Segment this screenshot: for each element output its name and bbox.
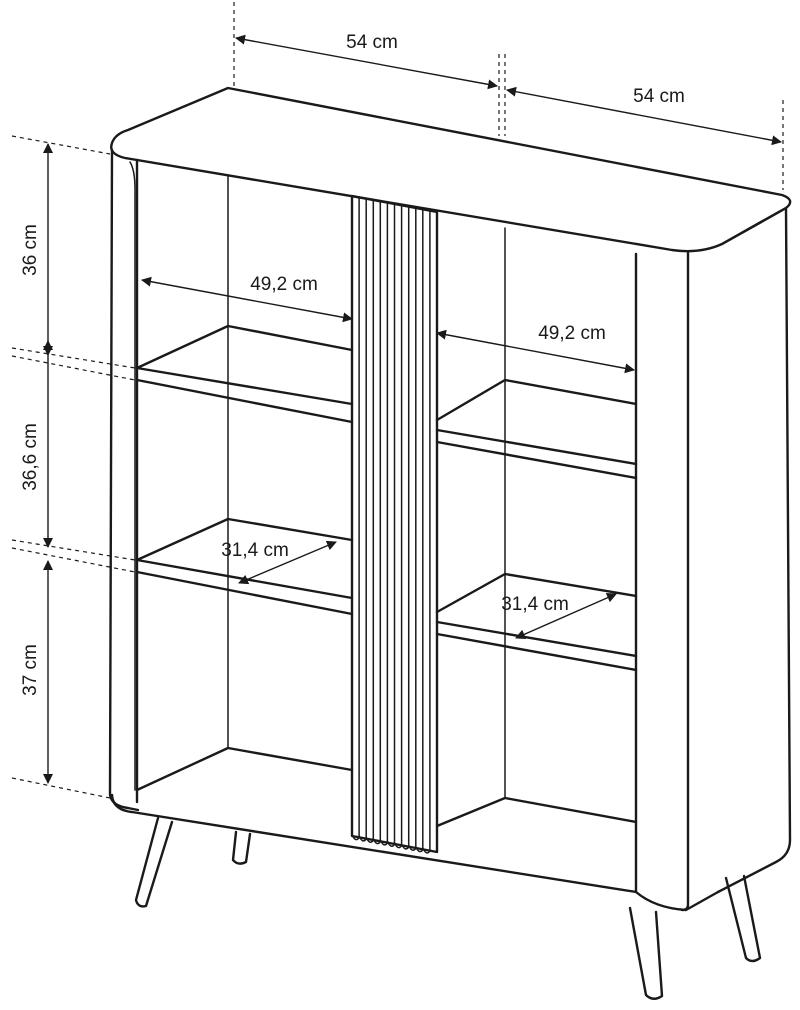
label-shelf-depth-left: 31,4 cm <box>221 540 289 561</box>
flute-bottom <box>422 847 431 854</box>
flute-bottom <box>365 836 375 843</box>
dim-shelf-depth-left-line <box>238 540 337 585</box>
label-height-lower: 37 cm <box>20 644 41 696</box>
legs <box>134 816 762 1000</box>
flute-bottom <box>386 840 396 847</box>
flute-bottom <box>407 844 417 851</box>
label-inner-width-right: 49,2 cm <box>538 323 606 344</box>
label-shelf-depth-right: 31,4 cm <box>501 594 569 615</box>
dim-inner-width-left-line <box>141 276 353 323</box>
flute-bottom <box>400 843 410 850</box>
label-top-width: 54 cm <box>346 32 398 53</box>
dim-inner-width-right-line <box>436 329 635 374</box>
left-shelf-upper <box>135 324 354 424</box>
flute-bottom <box>379 839 389 846</box>
cabinet <box>108 86 792 1000</box>
flute-bottom <box>393 841 403 849</box>
leg-back-right <box>724 874 762 963</box>
right-side-panel <box>680 250 690 912</box>
dim-top-width-line <box>235 34 498 90</box>
dimension-lines <box>43 34 782 784</box>
leg-front-right <box>628 906 664 1000</box>
flute-bottom <box>372 837 382 845</box>
label-height-middle: 36,6 cm <box>20 423 41 491</box>
label-top-depth: 54 cm <box>633 86 685 107</box>
extension-lines <box>11 2 784 799</box>
dimension-labels: 54 cm 54 cm 36 cm 36,6 cm 37 cm 49,2 cm … <box>20 32 685 696</box>
dim-top-depth-line <box>506 86 782 146</box>
fluted-center-panel <box>350 194 439 854</box>
label-inner-width-left: 49,2 cm <box>250 274 318 295</box>
bottom-panel <box>110 793 720 912</box>
left-shelf-middle <box>135 517 354 616</box>
right-shelf-middle <box>435 572 638 672</box>
right-shelf-upper <box>435 378 638 480</box>
left-side-panel <box>108 148 140 812</box>
label-height-upper: 36 cm <box>20 224 41 276</box>
dim-shelf-depth-right-line <box>515 593 617 639</box>
flute-bottom <box>351 833 360 841</box>
flute-bottom <box>415 845 424 853</box>
leg-back-left <box>231 830 252 865</box>
leg-front-left <box>134 816 174 908</box>
flute-bottom <box>358 835 367 842</box>
top-panel <box>110 86 792 253</box>
